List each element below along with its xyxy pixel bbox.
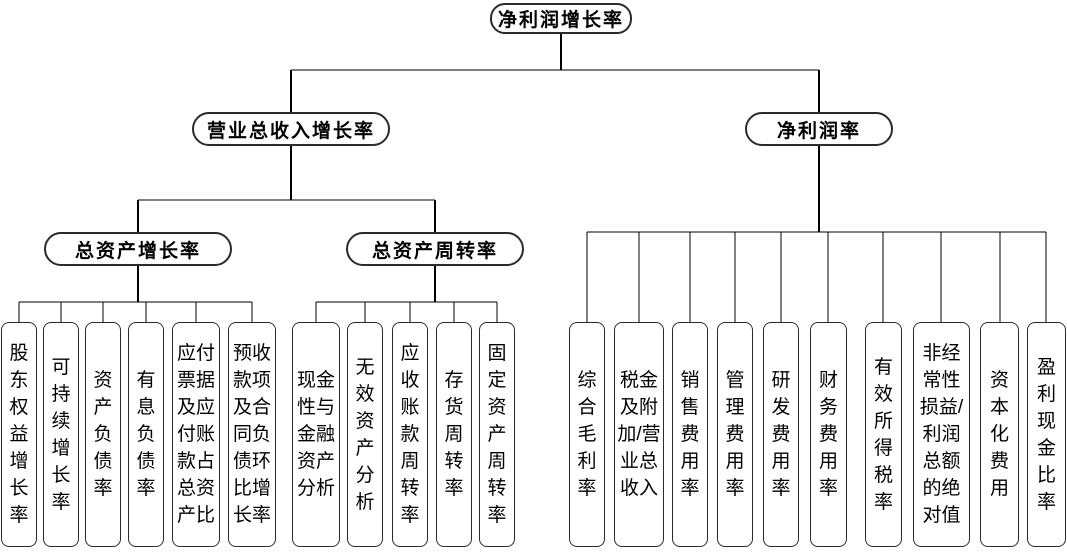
leaf-label: 预收款项及合同负债环比增长率 (232, 343, 271, 526)
leaf-payables-to-total-assets: 应付票据及应付账款占总资产比 (172, 322, 220, 547)
leaf-label: 可持续增长率 (51, 356, 71, 513)
leaf-finance-expense-ratio: 财务费用率 (810, 322, 847, 547)
leaf-nonrecurring-items-ratio: 非经常性损益/利润总额的绝对值 (913, 322, 970, 547)
leaf-fixed-asset-turnover: 固定资产周转率 (479, 322, 515, 547)
leaf-selling-expense-ratio: 销售费用率 (672, 322, 708, 547)
leaf-label: 财务费用率 (818, 370, 838, 499)
leaf-label: 盈利现金比率 (1036, 356, 1056, 513)
leaf-admin-expense-ratio: 管理费用率 (717, 322, 753, 547)
leaf-invalid-assets-analysis: 无效资产分析 (347, 322, 383, 547)
leaf-inventory-turnover: 存货周转率 (436, 322, 472, 547)
leaf-label: 税金及附加/营业总收入 (617, 370, 661, 499)
node-net-profit-growth-rate: 净利润增长率 (490, 3, 632, 34)
leaf-interest-bearing-debt-ratio: 有息负债率 (128, 322, 164, 547)
leaf-label: 存货周转率 (444, 370, 464, 499)
leaf-label: 现金性与金融资产分析 (296, 370, 335, 499)
leaf-label: 非经常性损益/利润总额的绝对值 (919, 343, 964, 526)
leaf-label: 资产负债率 (93, 370, 113, 499)
leaf-label: 有效所得税率 (873, 356, 893, 513)
leaf-debt-asset-ratio: 资产负债率 (85, 322, 121, 547)
leaf-label: 应收账款周转率 (400, 343, 420, 526)
leaf-advance-receipts-growth: 预收款项及合同负债环比增长率 (228, 322, 276, 547)
leaf-label: 固定资产周转率 (487, 343, 507, 526)
leaf-receivables-turnover: 应收账款周转率 (392, 322, 428, 547)
leaf-label: 无效资产分析 (355, 356, 375, 513)
leaf-gross-margin: 综合毛利率 (569, 322, 605, 547)
leaf-label: 综合毛利率 (577, 370, 597, 499)
leaf-label: 研发费用率 (771, 370, 791, 499)
leaf-capitalized-expenses: 资本化费用 (980, 322, 1019, 547)
leaf-label: 销售费用率 (680, 370, 700, 499)
node-net-profit-margin: 净利润率 (745, 112, 893, 146)
leaf-label: 资本化费用 (989, 370, 1009, 499)
node-total-asset-growth-rate: 总资产增长率 (44, 232, 232, 266)
leaf-effective-tax-rate: 有效所得税率 (865, 322, 902, 547)
leaf-profit-cash-ratio: 盈利现金比率 (1027, 322, 1066, 547)
leaf-sustainable-growth-rate: 可持续增长率 (43, 322, 79, 547)
leaf-label: 管理费用率 (725, 370, 745, 499)
leaf-label: 有息负债率 (136, 370, 156, 499)
leaf-label: 应付票据及应付账款占总资产比 (176, 343, 215, 526)
leaf-shareholder-equity-growth: 股东权益增长率 (1, 322, 37, 547)
node-total-asset-turnover-rate: 总资产周转率 (346, 232, 524, 266)
leaf-rd-expense-ratio: 研发费用率 (763, 322, 799, 547)
node-total-revenue-growth-rate: 营业总收入增长率 (192, 112, 390, 146)
leaf-cash-financial-assets-analysis: 现金性与金融资产分析 (292, 322, 340, 547)
leaf-label: 股东权益增长率 (9, 343, 29, 526)
leaf-taxes-to-revenue: 税金及附加/营业总收入 (614, 322, 664, 547)
